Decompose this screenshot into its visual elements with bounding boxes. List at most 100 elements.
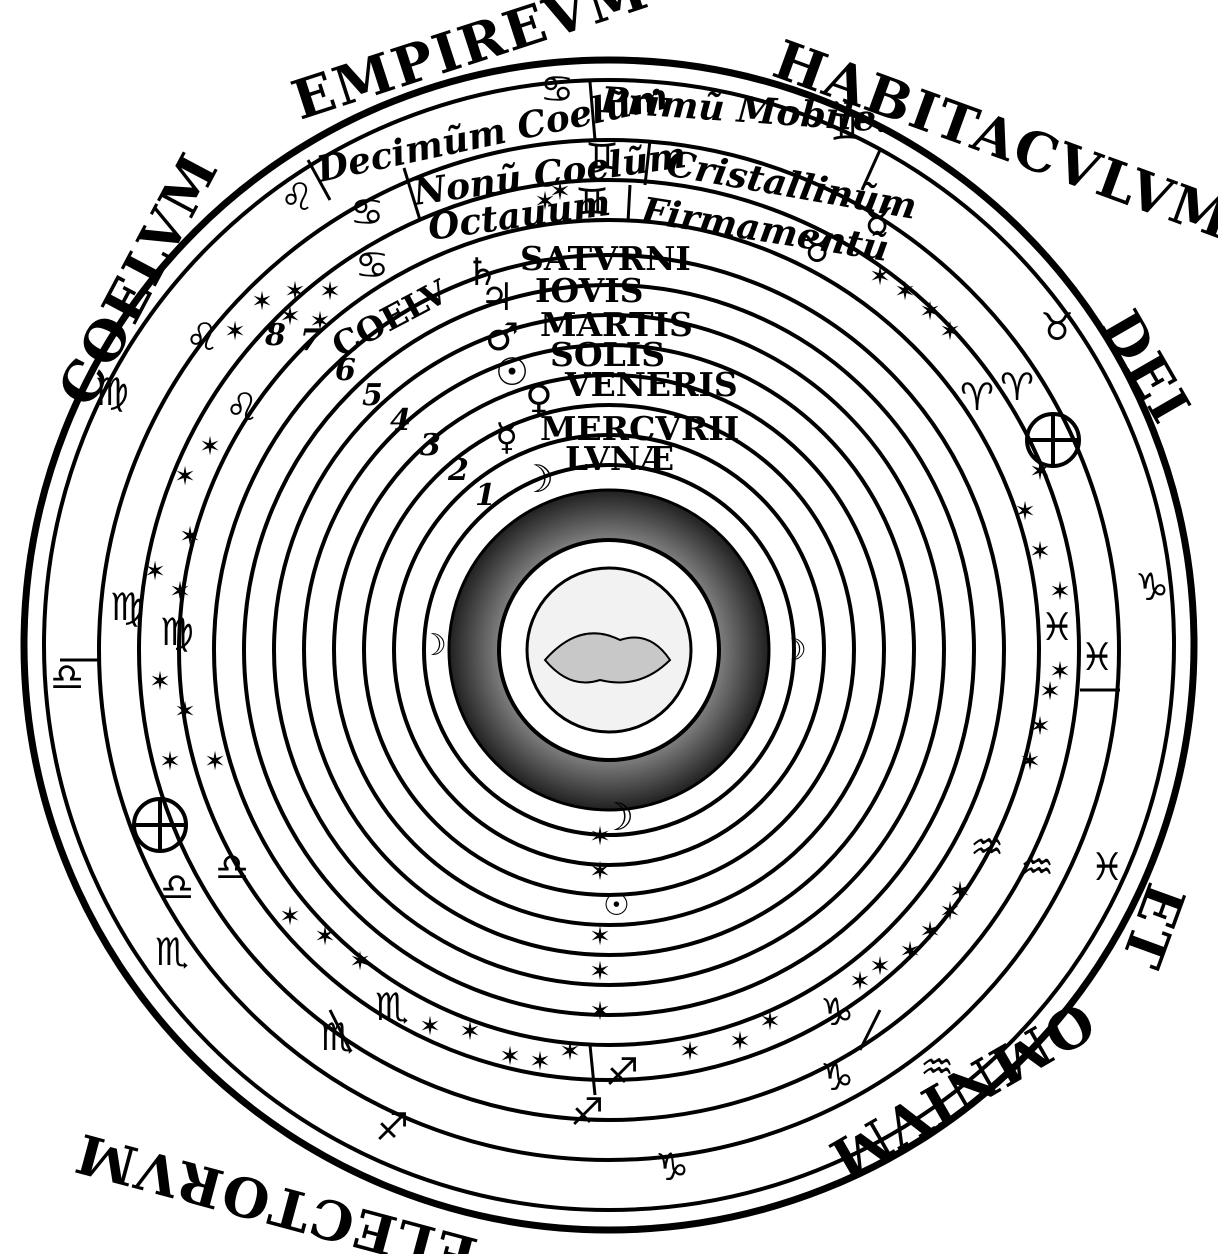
sphere-numbers: 1 2 3 4 5 6 7 8 [264,318,496,513]
aquarius-icon-3: ♒ [970,825,1004,869]
star-icon: ✶ [534,187,556,217]
virgo-icon-2: ♍ [110,585,144,629]
scorpio-icon-3: ♏ [320,1015,354,1059]
number-2: 2 [447,453,469,488]
divider-bottom-2 [328,1009,352,1051]
star-icon: ✶ [224,317,246,347]
leo-icon-3: ♌ [225,385,259,429]
star-icon: ✶ [589,997,611,1027]
venus-icon: ♀ [525,377,553,421]
star-icon: ✶ [199,432,221,462]
aries-icon: ♈ [1000,365,1034,409]
star-icon: ✶ [284,277,306,307]
star-icon: ✶ [894,277,916,307]
star-icon: ✶ [144,557,166,587]
star-icon: ✶ [919,297,941,327]
ring-moon [422,463,796,837]
ring-mercury [392,433,826,867]
label-et: ET [1109,876,1198,978]
star-icon: ✶ [204,747,226,777]
star-icon: ✶ [899,937,921,967]
capricorn-icon-3: ♑ [820,990,854,1034]
moon-icon: ☽ [520,457,554,501]
capricorn-icon: ♑ [655,1145,689,1189]
leo-icon: ♌ [280,175,314,219]
label-electorum: ELECTORVM [68,1121,484,1254]
star-icon: ✶ [1029,712,1051,742]
libra-icon: ♎ [50,655,84,699]
star-icon: ✶ [869,952,891,982]
star-icon: ✶ [159,747,181,777]
planet-labels: ♄ SATVRNI ♃ IOVIS ♂ MARTIS ☉ SOLIS ♀ VEN… [465,239,739,501]
virgo-icon-3: ♍ [160,610,194,654]
star-icon: ✶ [919,917,941,947]
ring-mars [302,343,916,957]
sagittarius-icon-3: ♐ [605,1050,639,1094]
star-icon: ✶ [1039,677,1061,707]
star-icon: ✶ [939,317,961,347]
number-5: 5 [362,378,383,413]
scorpio-icon: ♏ [155,930,189,974]
taurus-icon-2: ♉ [1040,305,1074,349]
label-solis: SOLIS [550,335,665,374]
star-icon: ✶ [251,287,273,317]
star-icon: ✶ [679,1037,701,1067]
star-field: ✶✶✶✶✶✶✶✶✶✶✶✶✶✶✶✶✶✶✶✶✶✶✶✶✶✶✶✶✶✶✶✶✶✶✶✶✶✶✶✶… [144,177,1071,1077]
star-icon: ✶ [559,1037,581,1067]
moon-right-icon: ☽ [780,633,807,668]
star-icon: ✶ [1019,747,1041,777]
axis-planets: ☽ ☉ ☽ ☽ [420,628,807,923]
star-icon: ✶ [589,957,611,987]
mars-icon: ♂ [485,315,519,359]
taurus-icon-3: ♉ [800,227,834,271]
number-1: 1 [475,478,496,513]
star-icon: ✶ [1049,577,1071,607]
number-3: 3 [420,428,441,463]
star-icon: ✶ [174,697,196,727]
taurus-icon: ♉ [860,200,894,244]
saturn-icon: ♄ [465,250,499,294]
aquarius-icon-2: ♒ [1020,845,1054,889]
star-icon: ✶ [179,522,201,552]
ring-zodiac [212,253,1006,1047]
moon-axis-icon: ☽ [600,795,634,839]
star-icon: ✶ [314,922,336,952]
divider-top-5 [643,139,652,186]
virgo-icon: ♍ [95,370,129,414]
gemini-icon: ♊ [585,135,619,179]
star-icon: ✶ [349,947,371,977]
number-6: 6 [335,353,356,388]
label-dei: DEI [1089,300,1204,435]
sagittarius-icon: ♐ [375,1105,409,1149]
ring-primum-mobile [97,138,1121,1162]
ring-outer-2 [42,78,1176,1212]
cancer-icon-3: ♋ [355,243,389,287]
ring-jupiter [272,313,946,987]
ring-firmamentum [177,218,1041,1082]
star-icon: ✶ [589,857,611,887]
star-icon: ✶ [939,897,961,927]
wheel-right-icon [1025,412,1081,468]
star-icon: ✶ [149,667,171,697]
zodiac-glyphs: ♋ ♋ ♋ ♊ ♊ ♊ ♌ ♌ ♌ ♉ ♉ ♉ ♈ ♈ ♍ ♍ ♍ ♎ ♎ ♎ … [50,67,1169,1189]
divider-top-1 [588,81,597,141]
divider-bottom-3 [858,1009,882,1051]
star-icon: ✶ [529,1047,551,1077]
star-icon: ✶ [849,967,871,997]
label-iovis: IOVIS [535,271,643,310]
label-mercurii: MERCVRII [540,409,739,448]
gemini-icon-3: ♊ [830,105,864,149]
capricorn-icon-2: ♑ [820,1055,854,1099]
sun-wheels [132,412,1081,853]
divider-top-4 [402,167,422,221]
star-icon: ✶ [1014,497,1036,527]
sun-icon: ☉ [495,350,529,394]
aries-icon-2: ♈ [960,375,994,419]
star-icon: ✶ [549,177,571,207]
star-icon: ✶ [589,822,611,852]
mercury-icon: ☿ [495,415,518,459]
gemini-icon-2: ♊ [575,180,609,224]
ring-sun [332,373,886,927]
scorpio-icon-2: ♏ [375,985,409,1029]
ring-saturn [242,283,976,1017]
